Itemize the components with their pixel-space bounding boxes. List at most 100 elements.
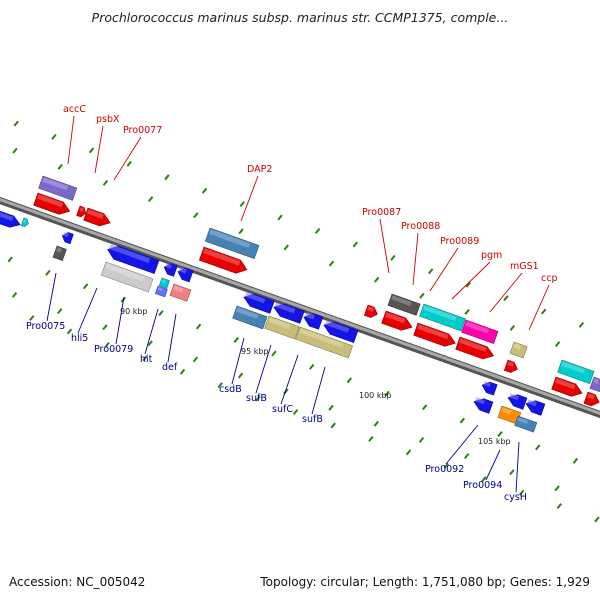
gene-arrow-32 (503, 359, 518, 373)
label-leader-line-4 (379, 218, 390, 274)
gene-block-5 (83, 207, 111, 227)
ring-dash (346, 377, 353, 384)
ring-dash (292, 409, 299, 416)
ring-dash (255, 395, 261, 402)
gene-label-sufC: sufC (272, 404, 293, 415)
gene-block-7 (52, 245, 67, 262)
gene-arrow-shine (483, 381, 491, 388)
label-leader-line-14 (167, 313, 177, 363)
gene-block-shine (527, 399, 537, 407)
gene-block-shine (0, 210, 14, 221)
ring-dash (509, 469, 515, 476)
gene-block-21 (232, 305, 268, 330)
gene-block-body (509, 341, 528, 359)
gene-block-shine (37, 194, 64, 208)
ring-dash (518, 489, 525, 496)
gene-block-body (514, 415, 538, 433)
gene-arrow-shine (79, 207, 84, 212)
ring-dash (195, 323, 202, 330)
ring-dash (373, 420, 379, 427)
gene-block-body (473, 398, 494, 414)
backbone-line-highlight (0, 197, 600, 416)
ring-dash (102, 324, 108, 331)
ring-dash (11, 291, 18, 298)
gene-arrow-shine (507, 361, 514, 367)
gene-block-20 (323, 320, 359, 344)
gene-block-shine (275, 302, 296, 314)
ring-dash (390, 254, 396, 261)
ring-dash (57, 163, 63, 170)
ring-dash (29, 315, 35, 322)
gene-block-0 (0, 208, 21, 228)
ring-dash (554, 485, 560, 492)
gene-block-shine (587, 393, 595, 400)
gene-label-Pro0094: Pro0094 (463, 480, 502, 491)
gene-arrow-24 (363, 304, 378, 318)
gene-block-17 (243, 292, 275, 314)
label-leader-line-18 (311, 366, 326, 415)
ring-dash (594, 516, 600, 523)
tick-label-105kbp: 105 kbp (478, 437, 511, 446)
ring-dash (443, 462, 449, 469)
label-leader-line-17 (280, 354, 299, 405)
label-leader-line-19 (445, 424, 479, 465)
label-leader-line-8 (489, 272, 523, 313)
gene-arrow-shine (63, 232, 69, 238)
label-leader-line-21 (515, 441, 520, 493)
gene-block-body (583, 391, 600, 407)
ring-dash (147, 340, 153, 347)
gene-label-DAP2: DAP2 (247, 164, 272, 175)
gene-label-Pro0088: Pro0088 (401, 221, 440, 232)
ring-dash (192, 356, 199, 363)
ring-dash (237, 372, 244, 379)
gene-block-shine (236, 307, 259, 319)
gene-label-pgm: pgm (481, 250, 502, 261)
ring-dash (7, 256, 13, 263)
gene-block-39 (507, 393, 528, 410)
label-leader-line-13 (144, 308, 159, 355)
gene-block-shine (325, 320, 350, 333)
ring-dash (233, 337, 239, 343)
gene-block-shine (305, 312, 315, 320)
gene-arrow-shine (161, 279, 166, 284)
ring-dash (368, 435, 374, 442)
gene-label-mGS1: mGS1 (510, 261, 539, 272)
genome-summary-text: Topology: circular; Length: 1,751,080 bp… (260, 575, 590, 589)
gene-label-csdB: csdB (219, 384, 242, 395)
tick-dashes (7, 120, 600, 523)
ring-dash (554, 341, 561, 348)
label-leader-line-2 (113, 136, 142, 181)
ring-dash (314, 228, 321, 234)
gene-block-shine (173, 285, 183, 293)
ring-dash (104, 341, 110, 348)
gene-label-def: def (162, 362, 178, 373)
ring-dash (45, 269, 51, 276)
ring-dash (384, 390, 390, 397)
label-leader-line-6 (429, 247, 459, 292)
ring-dash (277, 214, 283, 221)
gene-block-33 (557, 359, 595, 385)
gene-label-accC: accC (63, 104, 86, 115)
gene-label-ccp: ccp (541, 273, 557, 284)
ring-dash (66, 328, 73, 335)
gene-block-16 (198, 246, 248, 274)
gene-block-shine (509, 393, 519, 401)
gene-block-shine (423, 305, 457, 321)
ring-dash (308, 363, 315, 370)
gene-block-29 (455, 336, 495, 360)
label-leader-line-9 (528, 284, 550, 331)
gene-block-shine (108, 244, 151, 263)
gene-label-hit: hit (140, 354, 153, 365)
gene-block-shine (385, 312, 406, 324)
gene-block-shine (87, 209, 104, 219)
ring-dash (142, 355, 148, 362)
gene-block-shine (104, 263, 145, 282)
gene-block-shine (299, 328, 344, 349)
gene-block-25 (387, 293, 421, 316)
ring-dash (374, 276, 380, 283)
ring-dash (421, 404, 428, 411)
gene-block-23 (295, 326, 354, 359)
ring-dash (419, 292, 425, 299)
label-leaders (46, 115, 550, 493)
